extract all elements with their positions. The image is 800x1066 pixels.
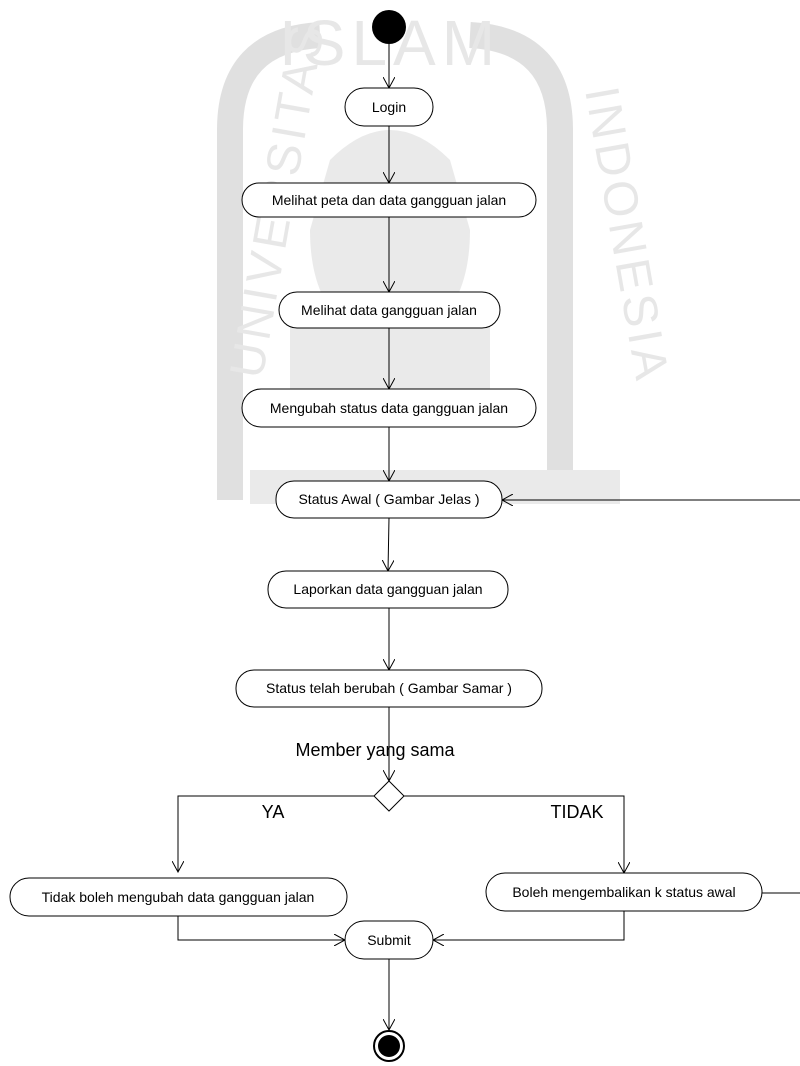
activity-not-allowed-label: Tidak boleh mengubah data gangguan jalan xyxy=(42,889,315,905)
activity-login-label: Login xyxy=(372,99,406,115)
activity-status-changed-label: Status telah berubah ( Gambar Samar ) xyxy=(266,680,512,696)
activity-login: Login xyxy=(344,87,434,127)
activity-status-initial-label: Status Awal ( Gambar Jelas ) xyxy=(298,491,479,507)
guard-yes: YA xyxy=(262,802,285,822)
activity-view-map: Melihat peta dan data gangguan jalan xyxy=(241,182,537,218)
activity-change-status-label: Mengubah status data gangguan jalan xyxy=(270,400,508,416)
activity-status-changed: Status telah berubah ( Gambar Samar ) xyxy=(235,669,543,708)
guard-no: TIDAK xyxy=(550,802,603,822)
decision-diamond xyxy=(373,780,405,812)
activity-view-data: Melihat data gangguan jalan xyxy=(278,291,501,329)
watermark-right-text: INDONESIA xyxy=(574,83,678,388)
activity-status-initial: Status Awal ( Gambar Jelas ) xyxy=(275,480,503,519)
activity-not-allowed: Tidak boleh mengubah data gangguan jalan xyxy=(9,877,348,917)
activity-report: Laporkan data gangguan jalan xyxy=(267,570,509,609)
activity-submit-label: Submit xyxy=(367,932,411,948)
activity-view-map-label: Melihat peta dan data gangguan jalan xyxy=(272,192,506,208)
activity-allowed-label: Boleh mengembalikan k status awal xyxy=(512,884,735,900)
university-seal-watermark: ISLAM UNIVERSITAS INDONESIA xyxy=(217,7,678,504)
activity-allowed: Boleh mengembalikan k status awal xyxy=(485,872,763,912)
activity-submit: Submit xyxy=(344,920,434,960)
end-node xyxy=(373,1030,405,1062)
decision-question: Member yang sama xyxy=(295,740,455,760)
start-node xyxy=(372,10,406,44)
activity-view-data-label: Melihat data gangguan jalan xyxy=(301,302,477,318)
flow-edges xyxy=(178,44,800,1030)
activity-report-label: Laporkan data gangguan jalan xyxy=(293,581,482,597)
activity-change-status: Mengubah status data gangguan jalan xyxy=(241,388,537,428)
